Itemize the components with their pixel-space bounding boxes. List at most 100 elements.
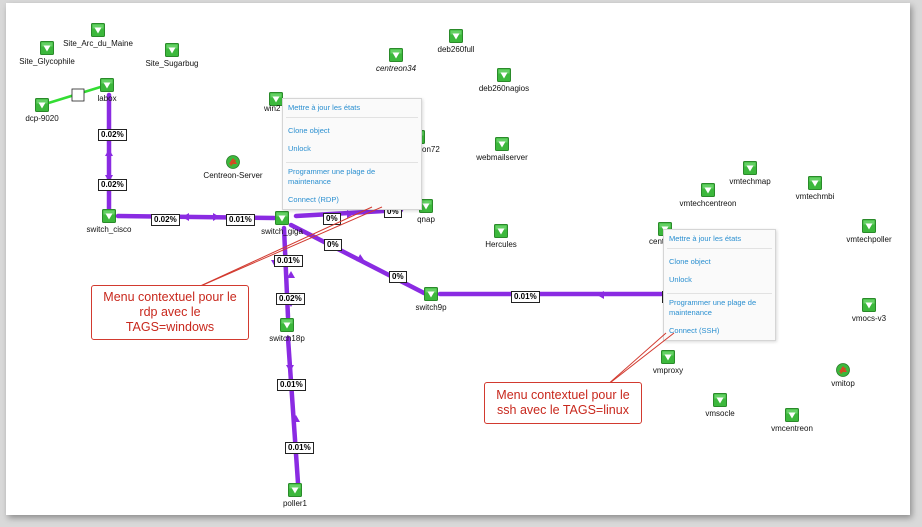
menu-item-unlock[interactable]: Unlock [669, 275, 692, 284]
host-ok-icon[interactable] [743, 161, 757, 175]
menu-separator [286, 162, 418, 163]
host-node-label: vmtechpoller [846, 235, 892, 244]
host-ok-icon[interactable] [288, 483, 302, 497]
host-node-label: Hercules [485, 240, 517, 249]
link-traffic-label: 0% [389, 271, 407, 283]
host-ok-icon[interactable] [713, 393, 727, 407]
host-ok-icon[interactable] [269, 92, 283, 106]
host-node-label: vmitop [831, 379, 855, 388]
host-node-label: switch_giga [261, 227, 303, 236]
host-node-label: centre [649, 237, 672, 246]
link-traffic-label: 0.01% [274, 255, 303, 267]
link-arrow [105, 175, 113, 182]
host-node-label: qnap [417, 215, 435, 224]
host-node-label: vmocs-v3 [851, 314, 887, 323]
host-node-label: deb260nagios [478, 84, 530, 93]
host-ok-icon[interactable] [419, 199, 433, 213]
host-node-label: vmtechmbi [795, 192, 835, 201]
host-node-label: win2 [264, 104, 281, 113]
host-node-label: vmsocle [705, 409, 735, 418]
link-switch18p-poller1[interactable] [285, 335, 301, 486]
host-ok-icon[interactable] [102, 209, 116, 223]
link-traffic-label: 0.01% [226, 214, 255, 226]
link-arrow [597, 291, 604, 299]
host-node-label: switch18p [269, 334, 305, 343]
menu-item-clone-object[interactable]: Clone object [669, 257, 711, 266]
host-ok-icon[interactable] [280, 318, 294, 332]
link-traffic-label: 0.01% [511, 291, 540, 303]
host-ok-icon[interactable] [808, 176, 822, 190]
host-ok-icon[interactable] [40, 41, 54, 55]
host-ok-icon[interactable] [35, 98, 49, 112]
host-node-label: vmtechcentreon [679, 199, 737, 208]
callout-rdp: Menu contextuel pour le rdp avec le TAGS… [91, 285, 249, 340]
link-arrow [356, 254, 365, 262]
context-menu-rdp: Mettre à jour les états Clone object Unl… [282, 98, 422, 210]
host-ok-icon[interactable] [497, 68, 511, 82]
host-node-label: dcp-9020 [25, 114, 59, 123]
menu-item-connect-rdp[interactable]: Connect (RDP) [288, 195, 339, 204]
menu-item-refresh-status[interactable]: Mettre à jour les états [669, 234, 742, 243]
host-ok-icon[interactable] [862, 219, 876, 233]
link-arrow [287, 271, 295, 278]
host-node-label: centreon34 [375, 64, 417, 73]
host-warning-icon[interactable] [226, 155, 240, 169]
callout-rdp-pointer [195, 206, 383, 289]
host-node-label: deb260full [437, 45, 475, 54]
callout-pointers-layer [195, 206, 675, 387]
menu-separator [667, 248, 772, 249]
host-node-label: poller1 [282, 499, 307, 508]
callout-rdp-text: Menu contextuel pour le rdp avec le TAGS… [103, 290, 237, 334]
host-ok-icon[interactable] [91, 23, 105, 37]
menu-item-connect-ssh[interactable]: Connect (SSH) [669, 326, 720, 335]
menu-item-refresh-status[interactable]: Mettre à jour les états [288, 103, 361, 112]
link-arrow [286, 365, 294, 372]
link-arrow [292, 415, 300, 422]
host-warning-icon[interactable] [836, 363, 850, 377]
host-ok-icon[interactable] [449, 29, 463, 43]
context-menu-ssh: Mettre à jour les états Clone object Unl… [663, 229, 776, 341]
link-traffic-label: 0.02% [276, 293, 305, 305]
link-traffic-label: 0.02% [98, 129, 127, 141]
link-traffic-label: 0% [323, 213, 341, 225]
link-arrow [347, 210, 354, 218]
host-node-label: vmproxy [652, 366, 684, 375]
menu-item-schedule-maintenance[interactable]: Programmer une plage de maintenance [669, 298, 757, 317]
link-arrow [105, 149, 113, 156]
host-ok-icon[interactable] [661, 350, 675, 364]
menu-item-unlock[interactable]: Unlock [288, 144, 311, 153]
host-ok-icon[interactable] [494, 224, 508, 238]
callout-ssh-text: Menu contextuel pour le ssh avec le TAGS… [496, 388, 630, 417]
host-node-label: labox [97, 94, 117, 103]
host-node-label: webmailserver [476, 153, 528, 162]
link-traffic-label: 0.01% [277, 379, 306, 391]
host-ok-icon[interactable] [785, 408, 799, 422]
link-traffic-label: 0.02% [98, 179, 127, 191]
host-ok-icon[interactable] [389, 48, 403, 62]
menu-item-schedule-maintenance[interactable]: Programmer une plage de maintenance [288, 167, 376, 186]
host-ok-icon[interactable] [275, 211, 289, 225]
menu-separator [667, 293, 772, 294]
host-ok-icon[interactable] [701, 183, 715, 197]
host-node-label: vmtechmap [729, 177, 771, 186]
link-traffic-label: 0.02% [151, 214, 180, 226]
host-node-label: Site_Glycophile [19, 57, 75, 66]
host-node-label: Site_Sugarbug [145, 59, 199, 68]
host-ok-icon[interactable] [862, 298, 876, 312]
menu-item-clone-object[interactable]: Clone object [288, 126, 330, 135]
callout-ssh-pointer [605, 332, 675, 387]
menu-separator [286, 117, 418, 118]
host-ok-icon[interactable] [424, 287, 438, 301]
link-traffic-label: 0% [324, 239, 342, 251]
host-node-label: switch9p [415, 303, 447, 312]
link-arrow [213, 213, 220, 221]
host-node-label: vmcentreon [771, 424, 813, 433]
link-traffic-label: 0.01% [285, 442, 314, 454]
host-node-label: son72 [418, 145, 440, 154]
host-ok-icon[interactable] [100, 78, 114, 92]
host-ok-icon[interactable] [165, 43, 179, 57]
host-ok-icon[interactable] [495, 137, 509, 151]
map-links-layer [40, 83, 664, 486]
callout-rdp-pointer [195, 206, 373, 289]
